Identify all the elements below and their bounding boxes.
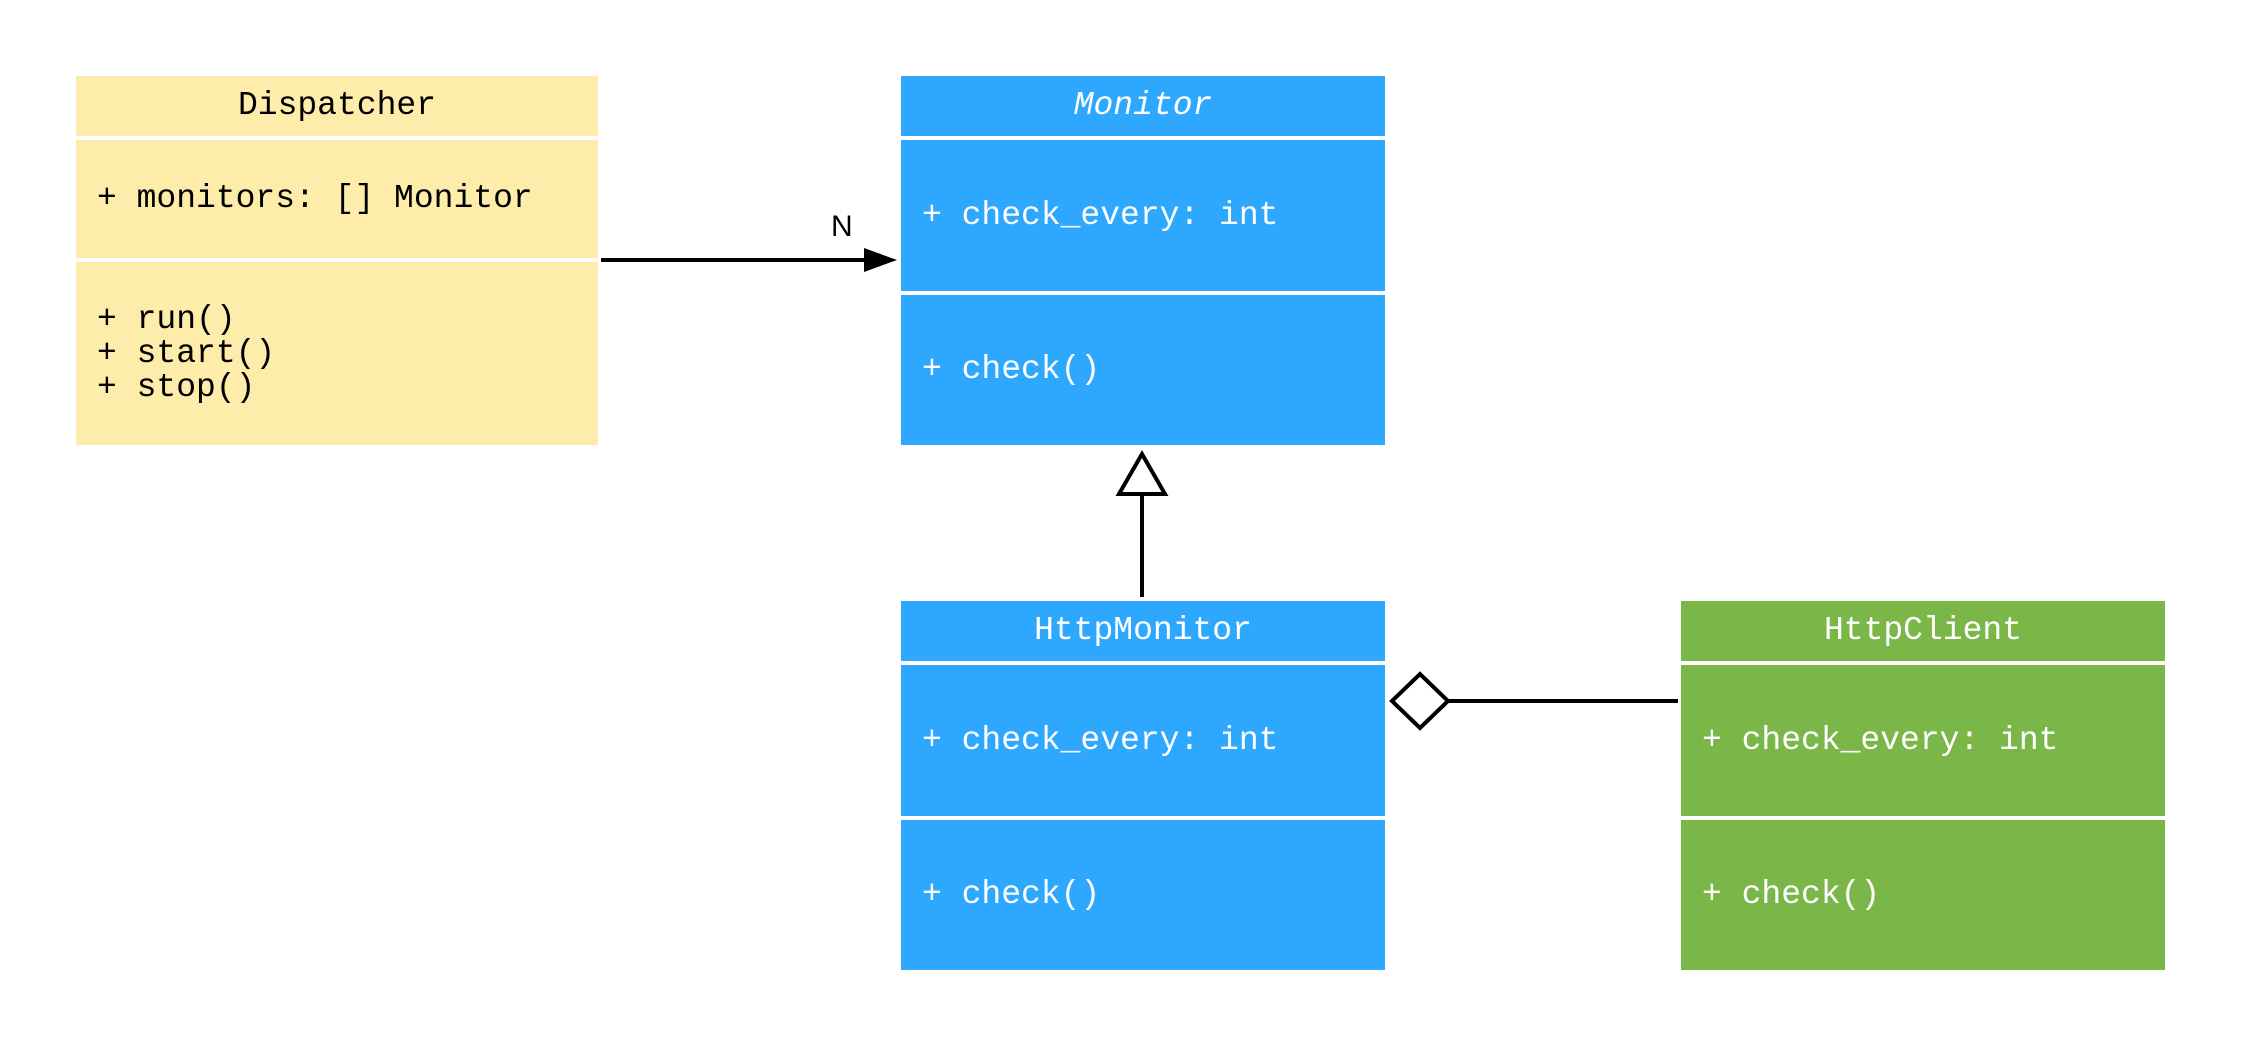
aggregation-httpclient-httpmonitor	[1389, 671, 1678, 731]
arrowhead-icon	[864, 248, 897, 272]
class-name: HttpClient	[1823, 612, 2023, 649]
association-dispatcher-monitor	[601, 248, 897, 272]
class-http-monitor[interactable]: HttpMonitor + check_every: int + check()	[901, 601, 1385, 970]
class-header: Dispatcher	[76, 76, 598, 136]
hollow-triangle-icon	[1115, 449, 1169, 496]
attribute: + check_every: int	[1702, 721, 2059, 759]
inheritance-httpmonitor-monitor	[1115, 449, 1169, 597]
attributes-section: + check_every: int	[901, 665, 1385, 816]
attribute: + check_every: int	[922, 196, 1279, 234]
methods-section: + check()	[901, 820, 1385, 970]
hollow-diamond-icon	[1389, 671, 1451, 731]
method: + run()	[97, 300, 236, 338]
methods-section: + check()	[1681, 820, 2165, 970]
method: + check()	[922, 876, 1101, 913]
multiplicity-label: N	[831, 210, 853, 243]
class-name: Dispatcher	[237, 87, 437, 124]
method: + start()	[97, 334, 276, 372]
class-header: HttpMonitor	[901, 601, 1385, 661]
class-http-client[interactable]: HttpClient + check_every: int + check()	[1681, 601, 2165, 970]
attribute: + monitors: [] Monitor	[97, 180, 533, 217]
class-header: HttpClient	[1681, 601, 2165, 661]
class-name: HttpMonitor	[1034, 612, 1252, 649]
attribute: + check_every: int	[922, 721, 1279, 759]
methods-section: + run() + start() + stop()	[76, 262, 598, 445]
attributes-section: + check_every: int	[1681, 665, 2165, 816]
methods-section: + check()	[901, 295, 1385, 445]
attributes-section: + check_every: int	[901, 140, 1385, 291]
class-name: Monitor	[1073, 87, 1213, 124]
class-dispatcher[interactable]: Dispatcher + monitors: [] Monitor + run(…	[76, 76, 598, 445]
method: + check()	[922, 351, 1101, 388]
class-monitor[interactable]: Monitor + check_every: int + check()	[901, 76, 1385, 445]
method: + stop()	[97, 368, 256, 406]
class-header: Monitor	[901, 76, 1385, 136]
attributes-section: + monitors: [] Monitor	[76, 140, 598, 258]
method: + check()	[1702, 876, 1881, 913]
